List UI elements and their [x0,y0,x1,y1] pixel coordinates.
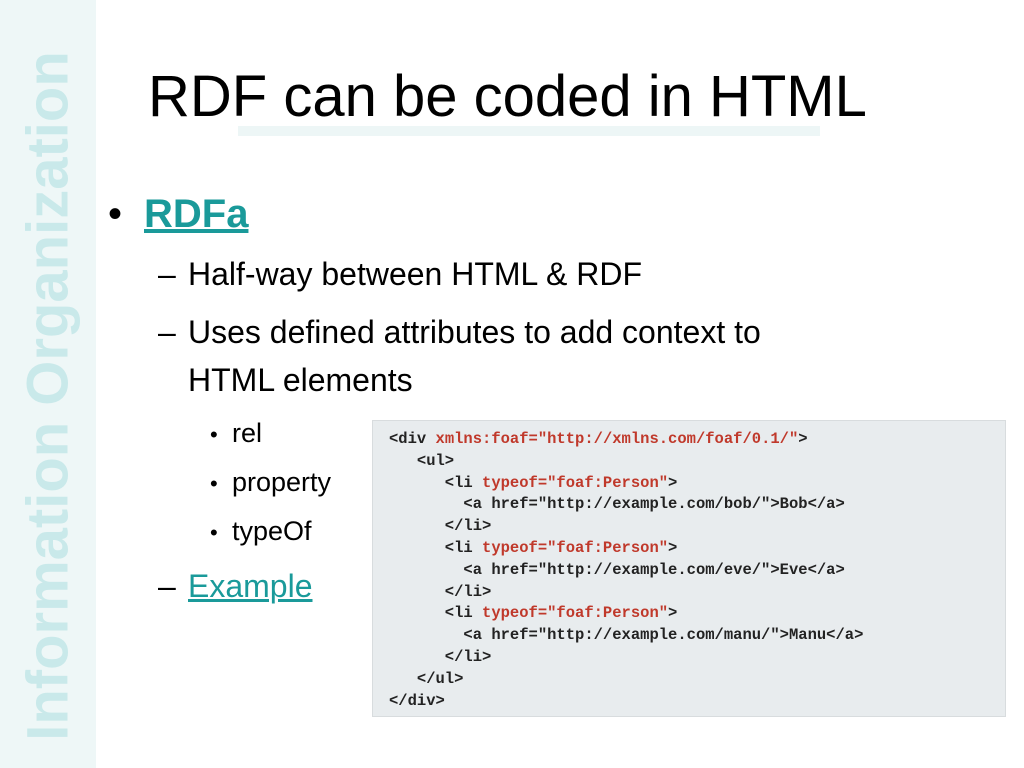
bullet-dot: • [210,471,218,496]
sub-bullet-example: –Example [158,564,313,608]
rdfa-link[interactable]: RDFa [144,192,249,236]
attr-item-rel: • rel [210,416,262,452]
code-line: <a href="http://example.com/eve/">Eve</a… [389,560,845,579]
attr-label: property [232,467,332,497]
bullet-dot: • [108,192,123,236]
code-line: </li> [389,582,492,601]
code-line: <a href="http://example.com/bob/">Bob</a… [389,495,845,514]
code-line: </ul> [389,669,464,688]
sub-bullet-text: Half-way between HTML & RDF [188,256,643,292]
bullet-dot: • [210,520,218,545]
sidebar: Information Organization [0,0,96,768]
code-line: <div xmlns:foaf="http://xmlns.com/foaf/0… [389,430,808,448]
code-line: <a href="http://example.com/manu/">Manu<… [389,626,864,645]
attr-item-property: • property [210,465,331,501]
sub-bullet-attributes-cont: HTML elements [188,358,413,402]
sub-bullet-text: HTML elements [188,362,413,398]
code-sample: <div xmlns:foaf="http://xmlns.com/foaf/0… [372,420,1006,717]
bullet-dot: • [210,422,218,447]
sidebar-title: Information Organization [15,51,81,741]
sub-bullet-text: Uses defined attributes to add context t… [188,314,761,350]
dash-marker: – [158,568,176,604]
code-line: </li> [389,647,492,666]
sub-bullet-halfway: –Half-way between HTML & RDF [158,252,642,296]
slide-title: RDF can be coded in HTML [148,64,867,129]
code-line: <li typeof="foaf:Person"> [389,538,678,557]
code-line: <li typeof="foaf:Person"> [389,604,678,623]
attr-label: typeOf [232,516,312,546]
code-line: </div> [389,691,445,710]
code-line: <li typeof="foaf:Person"> [389,473,678,492]
dash-marker: – [158,256,176,292]
dash-marker: – [158,314,176,350]
code-line: </li> [389,517,492,536]
title-underline [238,126,820,136]
example-link[interactable]: Example [188,568,313,604]
attr-label: rel [232,418,263,448]
sub-bullet-attributes: –Uses defined attributes to add context … [158,310,761,354]
bullet-rdfa: • RDFa [108,190,248,238]
code-line: <ul> [389,451,455,470]
attr-item-typeof: • typeOf [210,514,312,550]
